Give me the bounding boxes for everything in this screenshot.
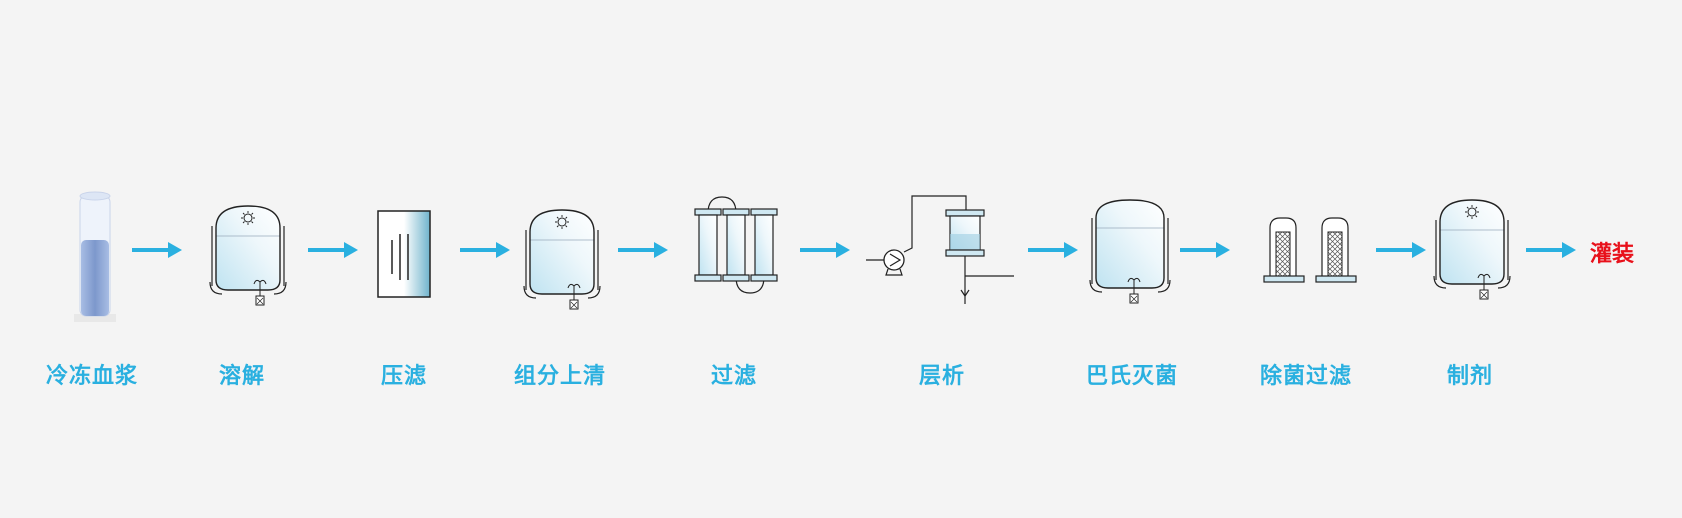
final-step-label: 灌装 — [1590, 242, 1635, 267]
flow-arrow — [132, 242, 182, 258]
step-label-frozen-plasma: 冷冻血浆 — [45, 364, 139, 389]
sterile-filter-icon — [1263, 217, 1357, 283]
flow-arrow — [1028, 242, 1078, 258]
filter-press-icon — [377, 210, 431, 298]
step-label-dissolve: 溶解 — [218, 364, 266, 389]
step-label-press-filtration: 压滤 — [380, 364, 428, 389]
step-label-chromatography: 层析 — [918, 364, 966, 389]
step-label-filtration: 过滤 — [710, 364, 758, 389]
filter-columns-icon — [694, 196, 778, 294]
reactor-tank-icon — [523, 209, 601, 310]
step-label-fraction-supernatant: 组分上清 — [513, 364, 607, 389]
step-label-pasteurization: 巴氏灭菌 — [1085, 364, 1179, 389]
flow-arrow — [618, 242, 668, 258]
flow-arrow — [800, 242, 850, 258]
flow-arrow — [460, 242, 510, 258]
flow-arrow — [1376, 242, 1426, 258]
test-tube-icon — [74, 191, 116, 322]
flow-arrow — [308, 242, 358, 258]
flow-arrow — [1180, 242, 1230, 258]
flow-arrow — [1526, 242, 1576, 258]
reactor-tank-icon — [1433, 199, 1511, 300]
step-label-sterile-filtration: 除菌过滤 — [1259, 364, 1353, 389]
reactor-tank-icon — [209, 205, 287, 306]
step-label-formulation: 制剂 — [1446, 364, 1494, 389]
chromatography-icon — [866, 195, 1014, 304]
reactor-tank-icon — [1089, 199, 1171, 304]
